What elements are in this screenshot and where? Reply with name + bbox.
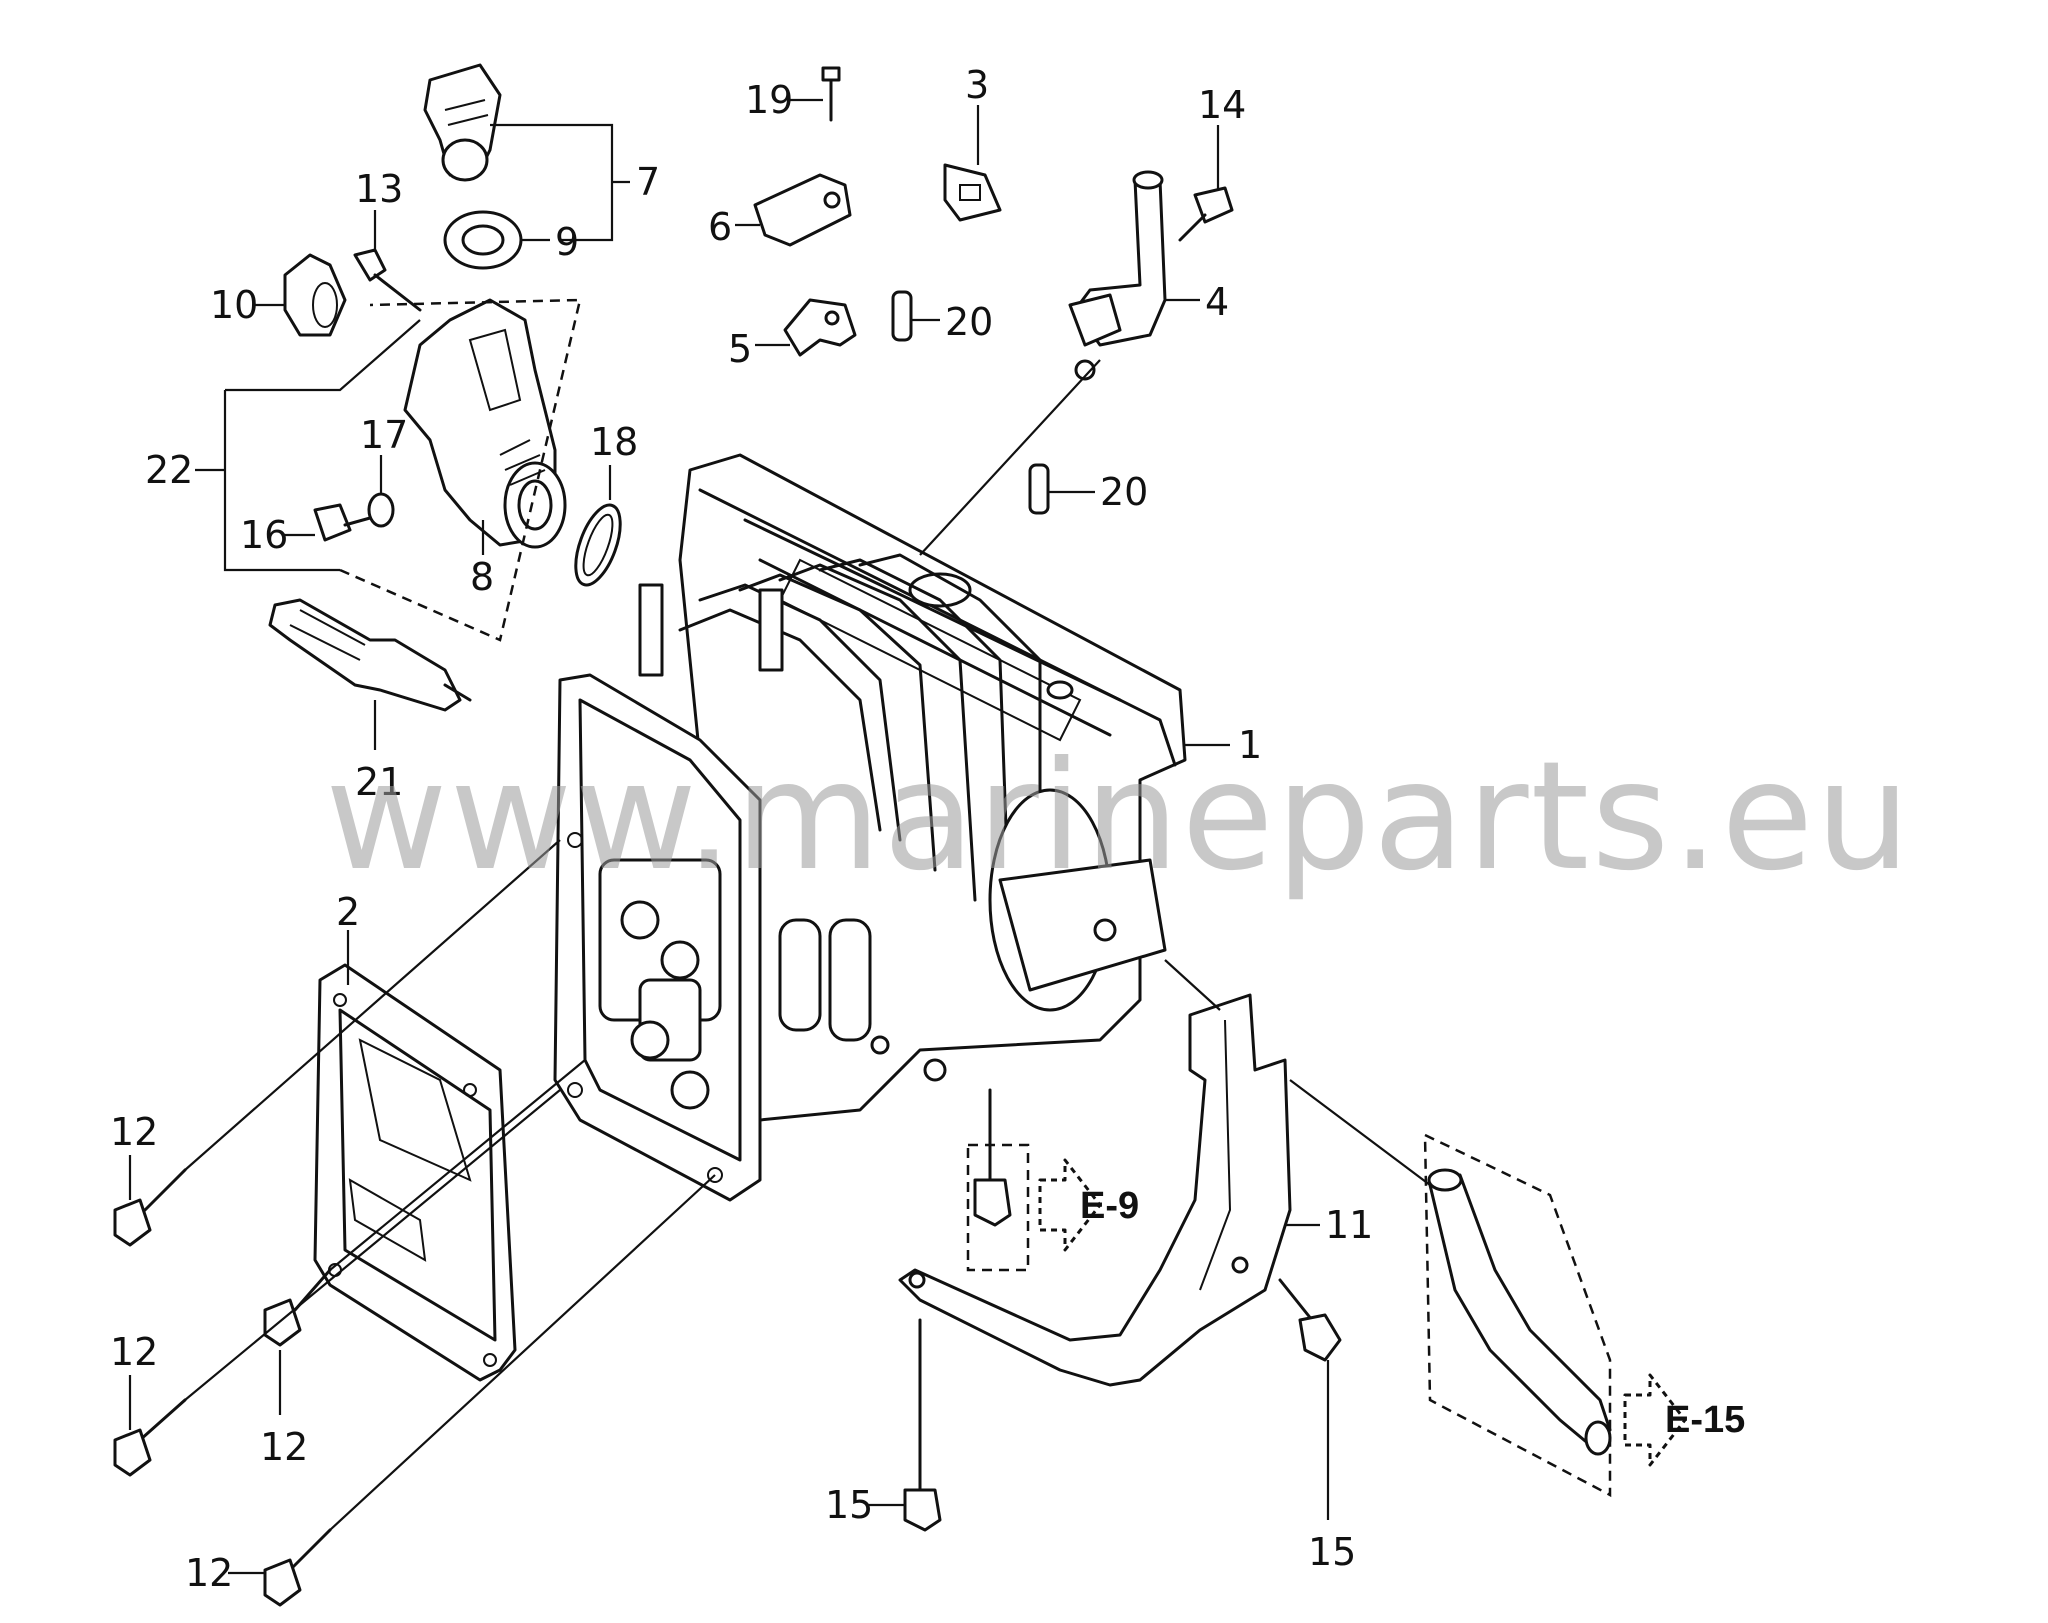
- cap-10: [283, 253, 347, 337]
- bracket-11: [898, 993, 1292, 1387]
- group-dash-22: [339, 298, 582, 642]
- seal-9: [443, 210, 523, 270]
- dowel-20-top: [891, 290, 913, 342]
- bolt-12-b: [113, 1398, 187, 1477]
- bolt-13: [353, 248, 422, 312]
- callout-20-b: 20: [1100, 470, 1148, 514]
- cylinder-head: [553, 673, 872, 1202]
- callout-15-a: 15: [825, 1483, 873, 1527]
- bolt-14: [1178, 186, 1234, 242]
- bolt-12-a: [113, 1168, 187, 1247]
- callout-20-a: 20: [945, 300, 993, 344]
- callout-12-a: 12: [110, 1110, 158, 1154]
- callout-4: 4: [1205, 280, 1229, 324]
- breather-tube: [1068, 170, 1167, 381]
- callout-labels: 1 2 3 4 5 6 7 8 9 10 11 12 12 12 12 13 1…: [110, 63, 1745, 1595]
- bolt-15-left: [903, 1318, 942, 1532]
- callout-12-b: 12: [110, 1330, 158, 1374]
- dowel-20-mid: [1028, 463, 1050, 515]
- callout-13: 13: [355, 167, 403, 211]
- callout-19: 19: [745, 78, 793, 122]
- reference-e9: E-9: [1080, 1185, 1139, 1227]
- callout-8: 8: [470, 555, 494, 599]
- callout-3: 3: [965, 63, 989, 107]
- bolt-16: [313, 503, 372, 542]
- gasket-3: [943, 163, 1002, 222]
- callout-11: 11: [1325, 1203, 1373, 1247]
- bracket-5: [783, 298, 857, 357]
- arrow-e9: [1038, 1158, 1102, 1252]
- screw-19: [821, 66, 841, 122]
- callout-5: 5: [728, 327, 752, 371]
- callout-18: 18: [590, 420, 638, 464]
- leader-lines: [128, 98, 1431, 1575]
- watermark-text: www.marineparts.eu: [325, 730, 1913, 904]
- callout-22: 22: [145, 448, 193, 492]
- cam-plate-6: [753, 173, 852, 247]
- washer-17: [367, 492, 395, 528]
- bolt-12-d: [263, 1528, 332, 1607]
- intake-elbow-7: [423, 63, 502, 182]
- arrow-e15: [1623, 1373, 1687, 1467]
- breather-hose: [1427, 1168, 1612, 1456]
- callout-6: 6: [708, 205, 732, 249]
- callout-12-d: 12: [185, 1551, 233, 1595]
- callout-7: 7: [636, 160, 660, 204]
- callout-21: 21: [355, 760, 403, 804]
- callout-12-c: 12: [260, 1425, 308, 1469]
- callout-14: 14: [1198, 83, 1246, 127]
- callout-15-b: 15: [1308, 1530, 1356, 1574]
- reference-e15: E-15: [1665, 1399, 1745, 1441]
- bolt-e9: [973, 1088, 1012, 1227]
- callout-9: 9: [555, 220, 579, 264]
- o-ring-18: [574, 503, 622, 587]
- bolt-15-right: [1278, 1278, 1342, 1362]
- callout-17: 17: [360, 413, 408, 457]
- group-dash-e9: [966, 1143, 1030, 1272]
- elbow-assembly-8: [403, 298, 567, 549]
- rocker-cover: ​: [313, 963, 517, 1382]
- callout-2: 2: [336, 890, 360, 934]
- spark-plug-21: [268, 598, 472, 712]
- group-dash-e15: [1423, 1132, 1612, 1498]
- callout-10: 10: [210, 283, 258, 327]
- callout-1: 1: [1238, 723, 1262, 767]
- callout-16: 16: [240, 513, 288, 557]
